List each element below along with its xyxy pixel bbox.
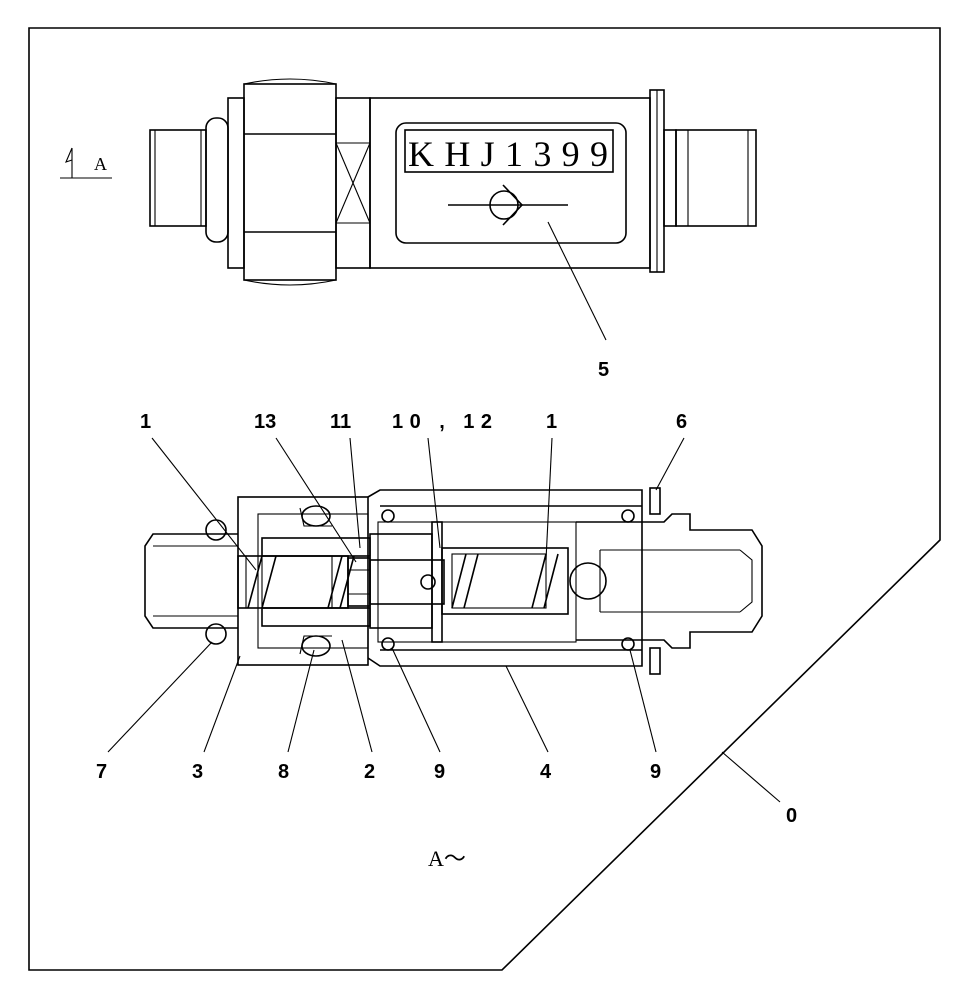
nameplate-plate: [395, 122, 627, 244]
callout-9-left: 9: [434, 761, 445, 783]
exterior-view: KHJ1399: [149, 78, 757, 286]
left-spring: [247, 555, 355, 609]
callout-0: 0: [786, 805, 797, 827]
view-arrow-label: A: [94, 154, 107, 174]
callout-4: 4: [540, 761, 552, 783]
callout-8: 8: [278, 761, 289, 783]
callout-6: 6: [676, 411, 687, 433]
callout-1-left: 1: [140, 411, 151, 433]
check-ball: [569, 562, 607, 600]
check-valve-symbol: [448, 184, 568, 226]
callout-10-12: 10 , 12: [392, 411, 492, 433]
callout-3: 3: [192, 761, 203, 783]
callout-11: 11: [330, 411, 351, 433]
callout-7: 7: [96, 761, 107, 783]
section-label: A～: [428, 846, 466, 871]
callout-5: 5: [598, 359, 609, 381]
drawing-frame: [28, 27, 941, 971]
view-arrow-marker: A: [60, 147, 112, 179]
nameplate-label-box: [404, 129, 614, 173]
nameplate-text: KHJ1399: [408, 134, 608, 174]
callout-13: 13: [254, 411, 276, 433]
callout-2: 2: [364, 761, 375, 783]
callout-1-right: 1: [546, 411, 557, 433]
right-spring: [451, 553, 559, 609]
callout-9-right: 9: [650, 761, 661, 783]
section-view: [144, 487, 763, 675]
